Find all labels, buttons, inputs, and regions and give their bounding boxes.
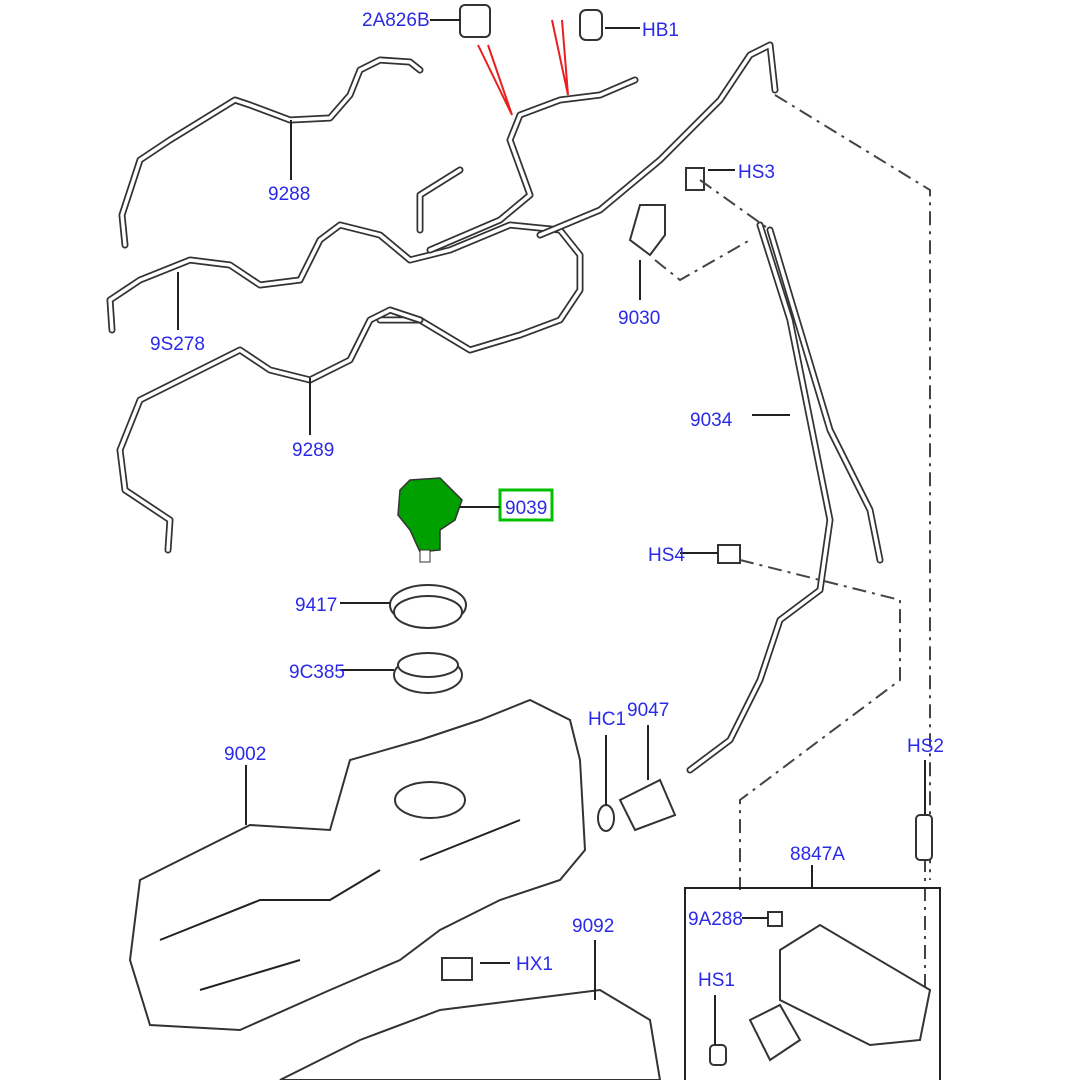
label-9039[interactable]: 9039: [505, 498, 547, 519]
part-hs2[interactable]: [915, 814, 933, 861]
part-9039[interactable]: [397, 477, 463, 563]
label-9s278[interactable]: 9S278: [150, 334, 205, 355]
label-hc1[interactable]: HC1: [588, 709, 626, 730]
label-9047[interactable]: 9047: [627, 700, 669, 721]
part-valve[interactable]: [748, 1003, 802, 1062]
label-9289[interactable]: 9289: [292, 440, 334, 461]
label-9a288[interactable]: 9A288: [688, 909, 743, 930]
label-9288[interactable]: 9288: [268, 184, 310, 205]
label-9030[interactable]: 9030: [618, 308, 660, 329]
part-9047[interactable]: [618, 778, 677, 832]
label-hx1[interactable]: HX1: [516, 954, 553, 975]
label-9002[interactable]: 9002: [224, 744, 266, 765]
part-2a826b[interactable]: [459, 4, 491, 38]
part-8847a[interactable]: [779, 923, 932, 1047]
part-hx1[interactable]: [441, 957, 473, 981]
pipe-9s278[interactable]: [106, 221, 584, 354]
label-9092[interactable]: 9092: [572, 916, 614, 937]
pipe-9289[interactable]: [116, 306, 424, 554]
callout-lines: [177, 19, 926, 1045]
part-hb1[interactable]: [579, 9, 603, 41]
part-9030[interactable]: [628, 204, 666, 257]
label-9034[interactable]: 9034: [690, 410, 733, 431]
part-9092[interactable]: [279, 988, 662, 1080]
part-hs4[interactable]: [717, 544, 741, 564]
label-2a826b[interactable]: 2A826B: [362, 10, 430, 31]
filler-vent-pipe[interactable]: [416, 41, 779, 254]
part-9a288[interactable]: [767, 911, 783, 927]
leader-lines: [477, 19, 569, 116]
label-hb1[interactable]: HB1: [642, 20, 679, 41]
label-8847a[interactable]: 8847A: [790, 844, 845, 865]
pipe-9288[interactable]: [118, 56, 424, 249]
part-hc1[interactable]: [597, 804, 615, 832]
label-hs3[interactable]: HS3: [738, 162, 775, 183]
label-hs1[interactable]: HS1: [698, 970, 735, 991]
assembly-lines: [654, 94, 931, 990]
label-9c385[interactable]: 9C385: [289, 662, 345, 683]
part-hs1[interactable]: [709, 1044, 727, 1066]
selected-label-box: [498, 488, 554, 522]
part-9034[interactable]: [686, 221, 884, 774]
part-9002[interactable]: [128, 698, 587, 1032]
label-9417[interactable]: 9417: [295, 595, 337, 616]
part-hs3[interactable]: [685, 167, 705, 191]
label-hs4[interactable]: HS4: [648, 545, 685, 566]
label-hs2[interactable]: HS2: [907, 736, 944, 757]
